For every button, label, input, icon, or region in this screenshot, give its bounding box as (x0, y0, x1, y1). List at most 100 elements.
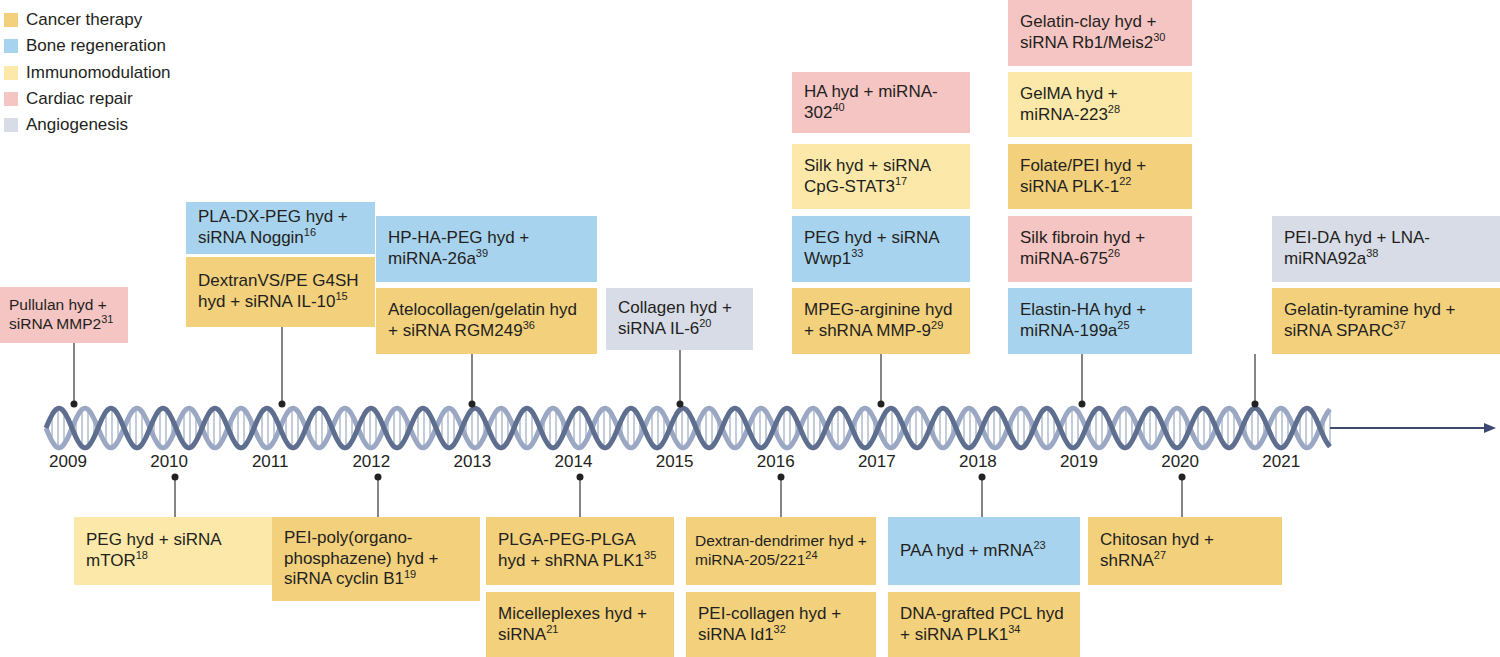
helix-rung (1257, 409, 1259, 446)
year-label: 2018 (959, 452, 997, 472)
reference-number: 38 (1366, 247, 1378, 259)
leader-line (880, 354, 881, 404)
timeline-dot (878, 401, 885, 408)
reference-number: 29 (931, 319, 943, 331)
helix-rung (1125, 408, 1127, 448)
helix-rung (1071, 408, 1073, 448)
leader-line (1081, 354, 1082, 404)
helix-rung (1227, 408, 1229, 448)
helix-rung (1101, 409, 1103, 446)
reference-number: 30 (1153, 31, 1165, 43)
entry-box: PAA hyd + mRNA23 (888, 517, 1080, 585)
leader-line (981, 477, 982, 517)
helix-rung (501, 408, 503, 448)
legend-swatch (4, 92, 18, 106)
reference-number: 39 (476, 247, 488, 259)
helix-rung (291, 408, 293, 448)
entry-box: MPEG-arginine hyd + shRNA MMP-929 (792, 288, 970, 354)
entry-box: DNA-grafted PCL hyd + siRNA PLK134 (888, 592, 1080, 657)
helix-rung (939, 409, 941, 446)
entry-text: PEG hyd + siRNA Wwp1 (804, 228, 939, 268)
legend-item: Bone regeneration (4, 36, 166, 56)
helix-rung (735, 408, 737, 448)
helix-rung (579, 408, 581, 448)
reference-number: 18 (136, 549, 148, 561)
entry-text: DNA-grafted PCL hyd + siRNA PLK1 (900, 604, 1064, 644)
helix-rung (135, 408, 137, 448)
entry-text: PEG hyd + siRNA mTOR (86, 530, 221, 570)
helix-rung (81, 409, 83, 446)
entry-text: GelMA hyd + miRNA-223 (1020, 84, 1118, 124)
reference-number: 34 (1008, 623, 1020, 635)
entry-box: Pullulan hyd + siRNA MMP231 (0, 287, 128, 343)
helix-rung (243, 409, 245, 446)
year-label: 2021 (1262, 452, 1300, 472)
year-label: 2015 (656, 452, 694, 472)
timeline-dot (677, 401, 684, 408)
reference-number: 15 (336, 290, 348, 302)
entry-text: Silk hyd + siRNA CpG-STAT3 (804, 156, 930, 196)
helix-rung (1203, 408, 1205, 448)
timeline-dot (1252, 401, 1259, 408)
entry-text: DextranVS/PE G4SH hyd + siRNA IL-10 (198, 271, 359, 311)
entry-text: MPEG-arginine hyd + shRNA MMP-9 (804, 300, 952, 340)
reference-number: 26 (1108, 247, 1120, 259)
timeline-dot (375, 474, 382, 481)
entry-text: PLGA-PEG-PLGA hyd + shRNA PLK1 (498, 530, 644, 570)
helix-rung (813, 408, 815, 448)
reference-number: 16 (304, 226, 316, 238)
entry-box: Collagen hyd + siRNA IL-620 (606, 288, 753, 350)
reference-number: 20 (699, 317, 711, 329)
year-label: 2016 (757, 452, 795, 472)
timeline-dot (279, 401, 286, 408)
entry-text: Pullulan hyd + siRNA MMP2 (9, 296, 107, 332)
entry-text: Micelleplexes hyd + siRNA (498, 604, 647, 644)
timeline-dot (979, 474, 986, 481)
timeline-dot (577, 474, 584, 481)
entry-box: Dextran-dendrimer hyd + miRNA-205/22124 (686, 517, 876, 585)
legend-text: Bone regeneration (26, 36, 166, 56)
helix-rung (657, 408, 659, 448)
leader-line (1254, 354, 1255, 404)
helix-rung (1281, 408, 1283, 448)
entry-text: Collagen hyd + siRNA IL-6 (618, 298, 732, 338)
entry-box: HP-HA-PEG hyd + miRNA-26a39 (376, 216, 597, 282)
helix-rung (705, 409, 707, 446)
entry-box: Gelatin-clay hyd + siRNA Rb1/Meis230 (1008, 0, 1192, 66)
timeline-arrow (1330, 427, 1488, 429)
helix-rung (1047, 408, 1049, 448)
timeline-dot (71, 401, 78, 408)
leader-line (174, 477, 175, 517)
helix-rung (1173, 409, 1175, 446)
helix-rung (189, 408, 191, 448)
legend-text: Immunomodulation (26, 63, 171, 83)
legend-swatch (4, 118, 18, 132)
reference-number: 36 (523, 319, 535, 331)
helix-rung (603, 408, 605, 448)
reference-number: 31 (101, 313, 113, 325)
year-label: 2011 (252, 452, 289, 472)
helix-rung (471, 409, 473, 446)
entry-box: Gelatin-tyramine hyd + siRNA SPARC37 (1272, 288, 1500, 354)
reference-number: 32 (774, 623, 786, 635)
year-label: 2017 (858, 452, 896, 472)
helix-rung (867, 409, 869, 446)
arrow-head (1484, 423, 1496, 433)
entry-text: Silk fibroin hyd + miRNA-675 (1020, 228, 1145, 268)
timeline-dot (469, 401, 476, 408)
year-label: 2010 (150, 452, 188, 472)
helix-rung (369, 408, 371, 448)
reference-number: 35 (644, 549, 656, 561)
entry-box: Atelocollagen/gelatin hyd + siRNA RGM249… (376, 288, 597, 354)
legend-text: Cancer therapy (26, 10, 142, 30)
helix-rung (783, 409, 785, 446)
reference-number: 33 (851, 247, 863, 259)
helix-strand (46, 408, 1330, 448)
year-label: 2009 (49, 452, 87, 472)
helix-rung (1149, 408, 1151, 448)
entry-box: GelMA hyd + miRNA-22328 (1008, 72, 1192, 137)
helix-rung (711, 409, 713, 446)
reference-number: 17 (895, 175, 907, 187)
helix-rung (627, 409, 629, 446)
helix-rung (237, 409, 239, 446)
